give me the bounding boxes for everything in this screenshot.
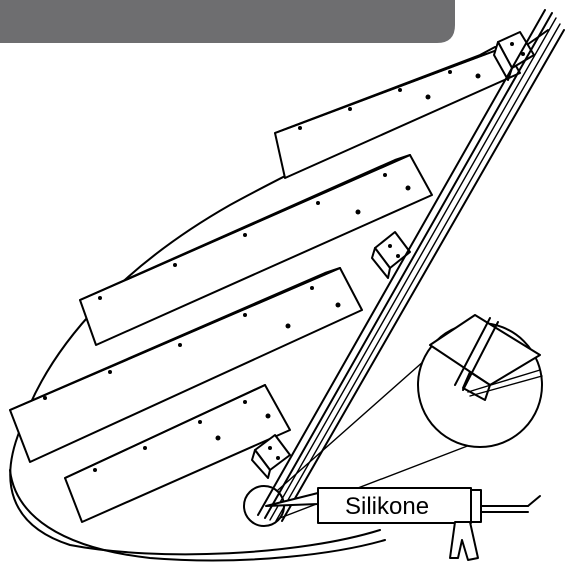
bracket-bottom xyxy=(251,434,291,479)
silikone-label: Silikone xyxy=(345,493,429,520)
diagonal-rail xyxy=(257,9,565,522)
gun-handle xyxy=(449,521,479,561)
detail-connector-upper xyxy=(277,344,443,491)
beam-third xyxy=(9,267,363,463)
beam-second xyxy=(79,154,433,346)
header-bar xyxy=(0,0,455,43)
magnified-detail xyxy=(417,314,543,448)
beam-bottom xyxy=(64,384,291,523)
detail-connector-lower xyxy=(279,444,471,519)
cartridge-end xyxy=(470,489,482,523)
beam-top xyxy=(274,46,521,179)
bracket-middle xyxy=(371,231,411,279)
silicone-gun: Silikone xyxy=(265,487,541,561)
nozzle xyxy=(265,492,319,507)
cartridge-tube xyxy=(317,487,472,524)
